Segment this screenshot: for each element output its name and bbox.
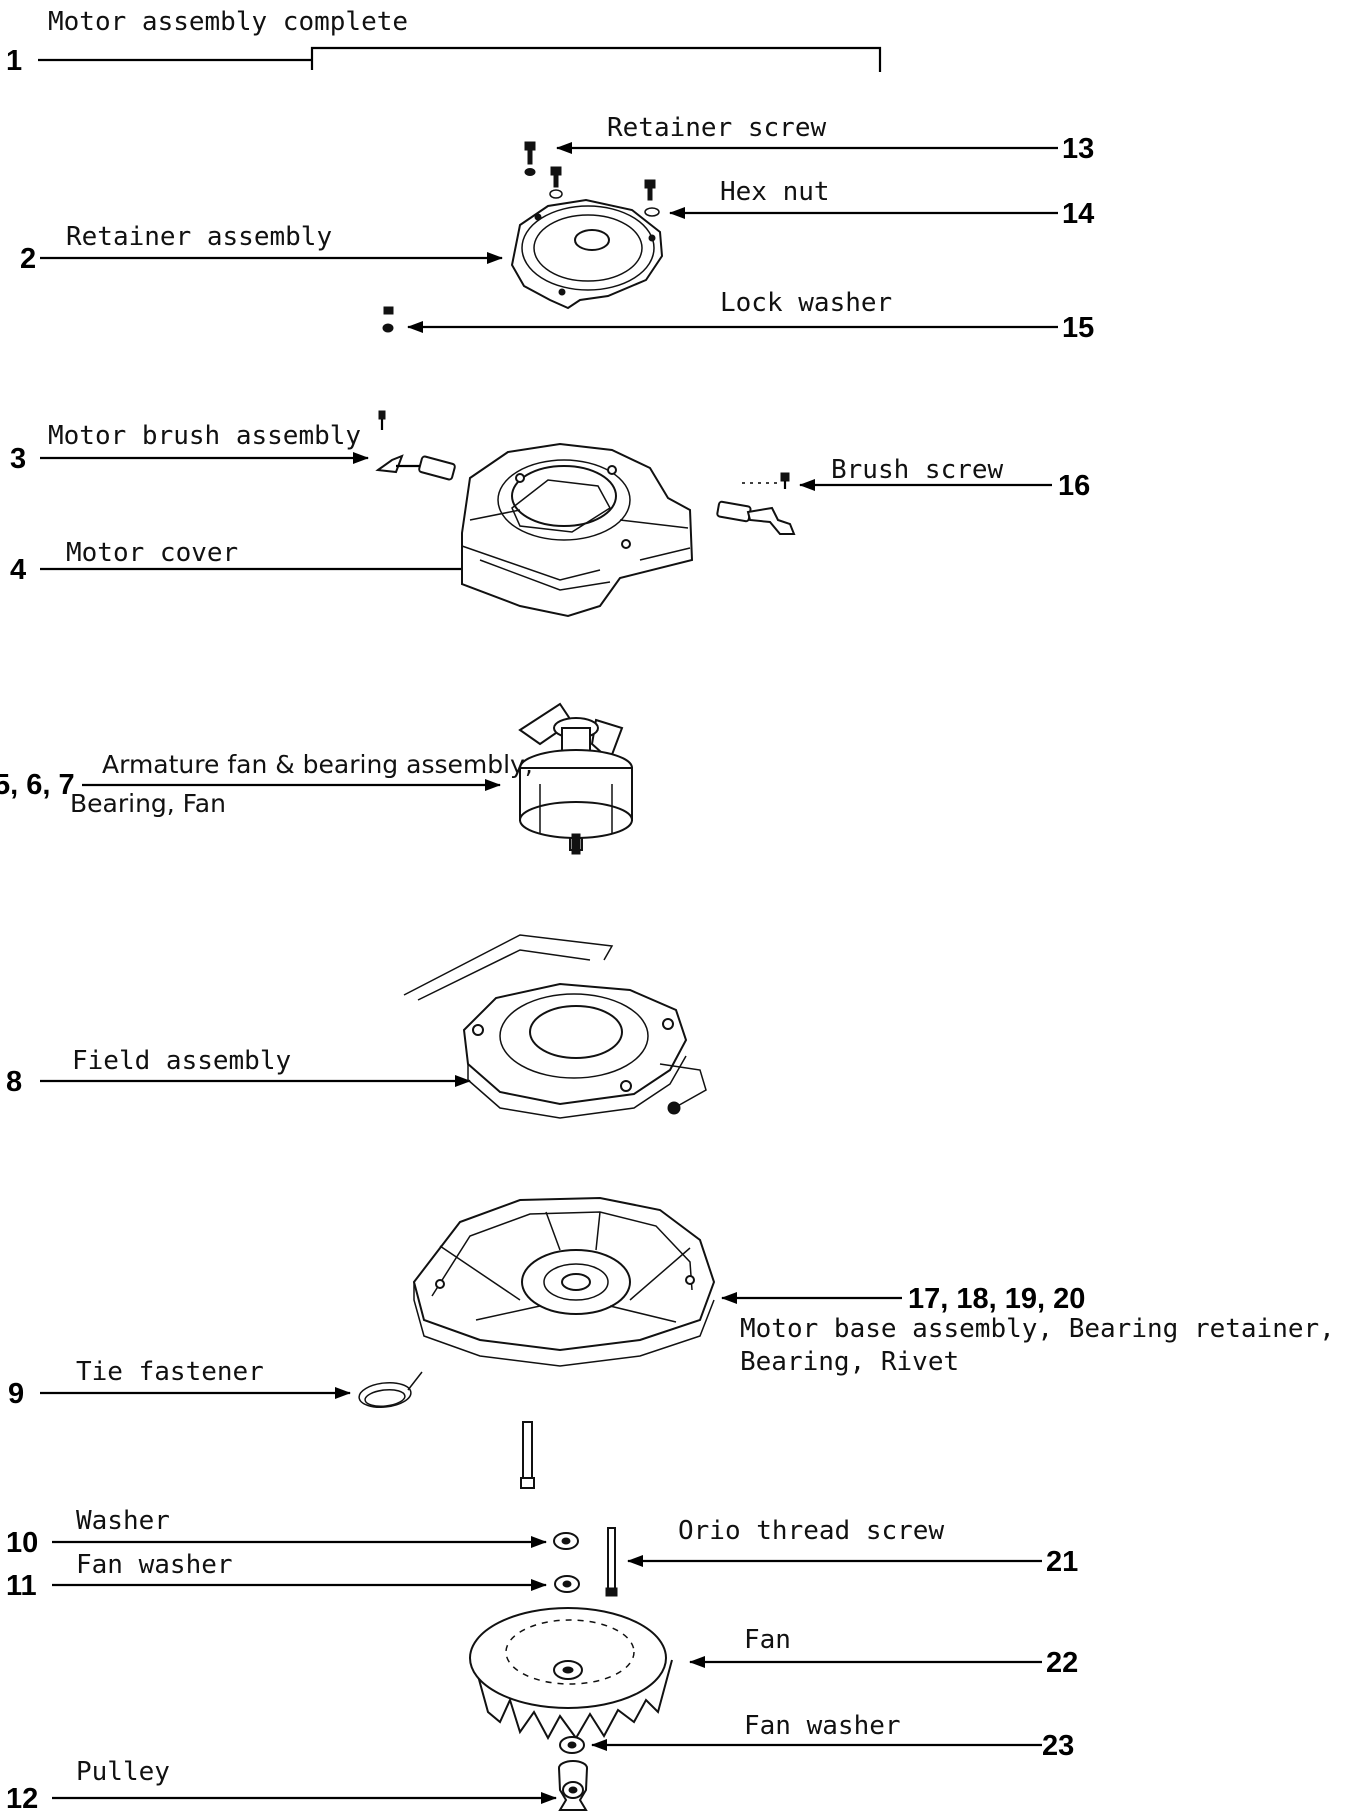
callout-15-label: Lock washer <box>720 288 892 318</box>
callout-10-label: Washer <box>76 1506 170 1536</box>
callout-21-number: 21 <box>1046 1546 1078 1578</box>
retainer-screw-icon <box>524 141 656 201</box>
fan-washer-part <box>559 1736 585 1754</box>
callout-21-label: Orio thread screw <box>678 1516 944 1546</box>
callout-8-label: Field assembly <box>72 1046 291 1076</box>
callout-4-number: 4 <box>10 554 26 586</box>
callout-2-label: Retainer assembly <box>66 222 332 252</box>
orio-screw-part <box>605 1527 618 1597</box>
tie-fastener-part <box>358 1371 423 1408</box>
callout-23-label: Fan washer <box>744 1711 901 1741</box>
field-assembly-part <box>403 934 707 1119</box>
callout-17-20-number: 17, 18, 19, 20 <box>908 1283 1085 1315</box>
callout-11-number: 11 <box>6 1570 37 1602</box>
brush-screw-part <box>716 472 796 535</box>
pulley-part <box>558 1760 588 1811</box>
callout-3-number: 3 <box>10 443 26 475</box>
callout-1-number: 1 <box>6 45 22 77</box>
retainer-hardware <box>382 141 660 333</box>
leader-lines <box>38 46 1058 1804</box>
callout-17-20-label: Motor base assembly, Bearing retainer, <box>740 1314 1335 1344</box>
callout-22-label: Fan <box>744 1625 791 1655</box>
hex-nut-icon <box>644 207 660 217</box>
callout-labels: Motor assembly complete 1 Retainer screw… <box>0 7 1335 1813</box>
callout-1-label: Motor assembly complete <box>48 7 408 37</box>
callout-9-label: Tie fastener <box>76 1357 264 1387</box>
callout-10-number: 10 <box>6 1527 38 1559</box>
callout-5-7-label: Armature fan & bearing assembly, <box>102 750 533 779</box>
callout-9-number: 9 <box>8 1378 24 1410</box>
callout-14-label: Hex nut <box>720 177 830 207</box>
callout-16-number: 16 <box>1058 470 1090 502</box>
callout-13-number: 13 <box>1062 133 1094 165</box>
callout-3-label: Motor brush assembly <box>48 421 361 451</box>
lock-washer-icon <box>382 306 394 333</box>
callout-12-label: Pulley <box>76 1757 170 1787</box>
callout-11-label: Fan washer <box>76 1550 233 1580</box>
callout-5-7-number: 5, 6, 7 <box>0 769 75 801</box>
armature-part <box>518 702 633 855</box>
motor-base-part <box>412 1196 716 1367</box>
callout-4-label: Motor cover <box>66 538 238 568</box>
washer-parts <box>553 1532 580 1593</box>
retainer-assembly-part <box>510 198 664 310</box>
callout-17-20-sub: Bearing, Rivet <box>740 1347 959 1377</box>
callout-12-number: 12 <box>6 1783 38 1813</box>
leader-1 <box>38 46 882 72</box>
callout-5-7-sub: Bearing, Fan <box>70 789 226 818</box>
motor-brush-assembly-part <box>375 410 456 481</box>
callout-2-number: 2 <box>20 243 36 275</box>
motor-bolt-part <box>520 1421 535 1489</box>
motor-cover-part <box>461 442 694 618</box>
callout-16-label: Brush screw <box>831 455 1004 485</box>
callout-22-number: 22 <box>1046 1647 1078 1679</box>
callout-23-number: 23 <box>1042 1730 1074 1762</box>
callout-14-number: 14 <box>1062 198 1094 230</box>
callout-8-number: 8 <box>6 1066 22 1098</box>
callout-13-label: Retainer screw <box>607 113 826 143</box>
callout-15-number: 15 <box>1062 312 1094 344</box>
fan-part <box>469 1607 673 1741</box>
